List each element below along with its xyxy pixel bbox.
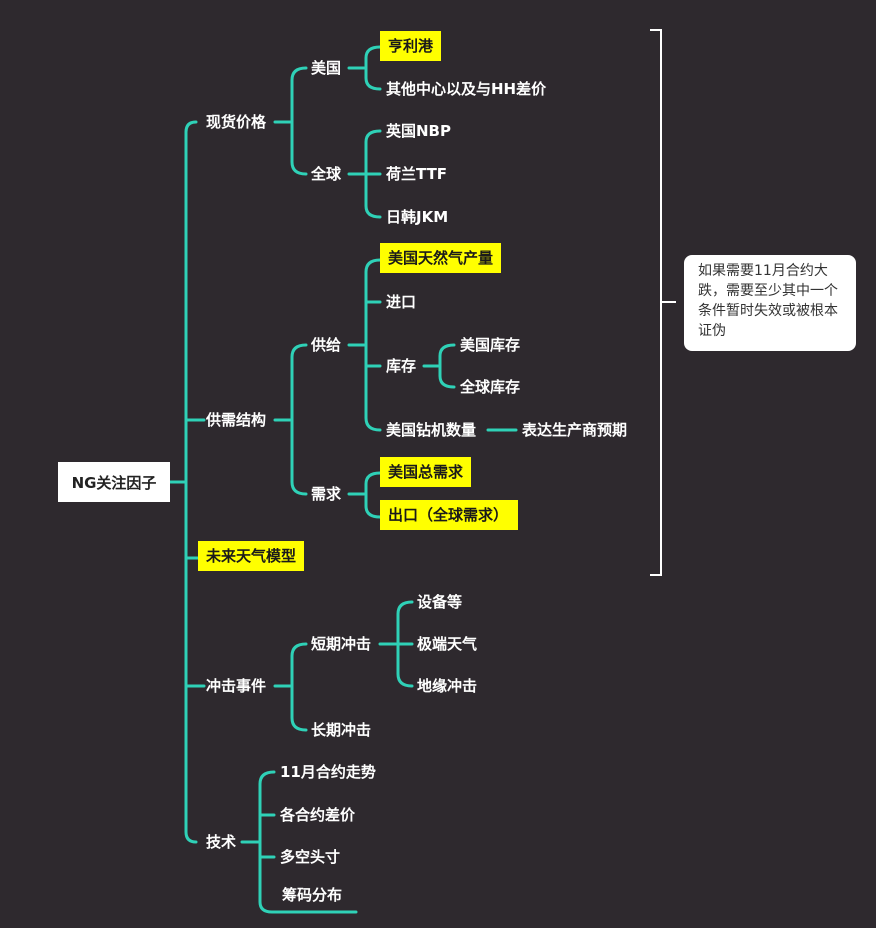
node-technical: 技术 — [206, 833, 237, 851]
root-node: NG关注因子 — [58, 462, 170, 502]
node-exports: 出口（全球需求） — [380, 500, 518, 530]
node-us: 美国 — [311, 59, 342, 77]
node-ttf: 荷兰TTF — [386, 165, 448, 183]
grouping-bracket — [650, 29, 676, 576]
node-extreme-weather: 极端天气 — [417, 635, 478, 653]
node-distribution: 筹码分布 — [282, 886, 343, 904]
node-shock-events: 冲击事件 — [206, 677, 267, 695]
node-imports: 进口 — [386, 293, 417, 311]
node-short-term: 短期冲击 — [311, 635, 372, 653]
node-geopolitics: 地缘冲击 — [417, 677, 478, 695]
node-demand: 需求 — [311, 485, 342, 503]
node-rig-count-note: 表达生产商预期 — [522, 421, 628, 439]
node-us-storage: 美国库存 — [460, 336, 521, 354]
callout-note: 如果需要11月合约大跌，需要至少其中一个条件暂时失效或被根本证伪 — [684, 255, 856, 351]
node-jkm: 日韩JKM — [386, 208, 449, 226]
node-nbp: 英国NBP — [386, 122, 451, 140]
node-spreads: 各合约差价 — [280, 806, 356, 824]
node-supply: 供给 — [311, 336, 342, 354]
node-us-total-demand: 美国总需求 — [380, 457, 472, 487]
node-global-storage: 全球库存 — [460, 378, 521, 396]
node-other-hubs: 其他中心以及与HH差价 — [386, 80, 547, 98]
node-supply-demand: 供需结构 — [206, 411, 267, 429]
node-long-term: 长期冲击 — [311, 721, 372, 739]
node-global: 全球 — [311, 165, 342, 183]
node-rig-count: 美国钻机数量 — [386, 421, 477, 439]
node-equipment: 设备等 — [417, 593, 463, 611]
node-spot-price: 现货价格 — [206, 113, 267, 131]
node-weather-model: 未来天气模型 — [198, 541, 305, 571]
node-storage: 库存 — [386, 357, 417, 375]
node-nov-trend: 11月合约走势 — [280, 763, 376, 781]
node-us-production: 美国天然气产量 — [380, 243, 502, 273]
node-henry-hub: 亨利港 — [380, 31, 442, 61]
node-positions: 多空头寸 — [280, 848, 341, 866]
